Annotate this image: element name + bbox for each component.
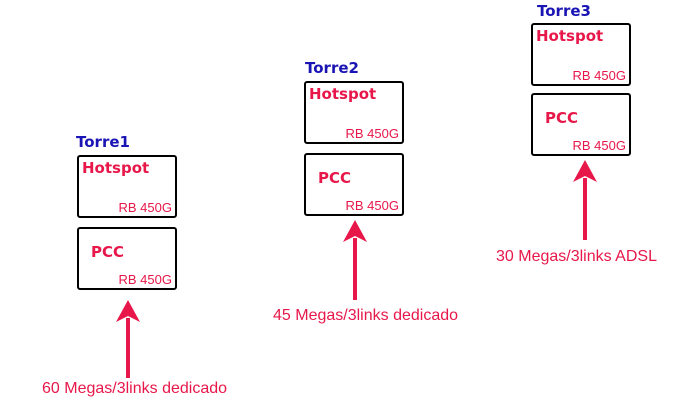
hotspot-router-box: Hotspot RB 450G [531, 23, 631, 86]
router-model: RB 450G [345, 198, 399, 213]
hotspot-router-box: Hotspot RB 450G [77, 155, 177, 218]
pcc-router-box: PCC RB 450G [304, 153, 404, 216]
tower-label: Torre3 [537, 2, 591, 20]
link-caption: 45 Megas/3links dedicado [273, 307, 459, 324]
uplink-arrow [116, 300, 140, 378]
router-model: RB 450G [118, 272, 172, 287]
router-model: RB 450G [572, 68, 626, 83]
router-model: RB 450G [118, 200, 172, 215]
router-role: PCC [91, 243, 125, 261]
pcc-router-box: PCC RB 450G [531, 93, 631, 156]
tower-label: Torre2 [305, 59, 359, 77]
router-role: Hotspot [536, 27, 604, 45]
uplink-arrow [573, 160, 597, 240]
tower-label: Torre1 [76, 133, 130, 151]
router-role: PCC [318, 169, 352, 187]
link-caption: 30 Megas/3links ADSL [496, 248, 657, 265]
pcc-router-box: PCC RB 450G [77, 227, 177, 290]
hotspot-router-box: Hotspot RB 450G [304, 81, 404, 144]
link-caption: 60 Megas/3links dedicado [42, 380, 228, 397]
router-model: RB 450G [572, 138, 626, 153]
router-model: RB 450G [345, 126, 399, 141]
router-role: Hotspot [82, 159, 150, 177]
router-role: PCC [545, 109, 579, 127]
router-role: Hotspot [309, 85, 377, 103]
uplink-arrow [343, 220, 367, 300]
